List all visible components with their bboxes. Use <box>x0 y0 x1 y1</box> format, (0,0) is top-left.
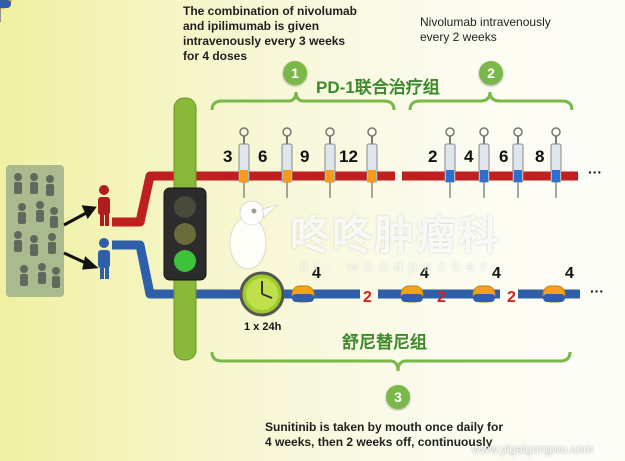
note-combo-line: intravenously every 3 weeks <box>183 34 346 48</box>
note-nivo-line: Nivolumab intravenously <box>420 15 551 29</box>
off-week-label: 2 <box>507 289 516 306</box>
bracket-combo <box>210 91 396 111</box>
note-combo-line: and ipilimumab is given <box>183 19 320 33</box>
off-week-label: 2 <box>437 289 446 306</box>
bracket-nivo <box>408 91 574 111</box>
clock-icon <box>239 271 285 317</box>
week-label: 2 <box>428 147 438 166</box>
person-blue-icon <box>98 238 110 279</box>
ellipsis-bottom: ··· <box>590 283 604 299</box>
badge-2: 2 <box>479 61 503 85</box>
person-red-icon <box>98 185 110 226</box>
note-sunitinib-line: 4 weeks, then 2 weeks off, continuously <box>265 435 493 449</box>
note-combo-line: for 4 doses <box>183 49 248 63</box>
note-nivo-line: every 2 weeks <box>420 30 497 44</box>
week-label: 6 <box>499 147 509 166</box>
note-nivo: Nivolumab intravenously every 2 weeks <box>420 15 551 45</box>
week-label: 12 <box>339 147 358 166</box>
week-label: 4 <box>464 147 474 166</box>
traffic-light-icon <box>163 187 207 281</box>
on-week-label: 4 <box>312 265 321 282</box>
ellipsis-top: ··· <box>588 164 602 180</box>
woodpecker-logo-icon <box>229 200 279 270</box>
watermark-sub: dr. woodpecker <box>300 258 493 274</box>
week-label: 8 <box>535 147 545 166</box>
note-sunitinib-line: Sunitinib is taken by mouth once daily f… <box>265 420 504 434</box>
badge-1: 1 <box>283 61 307 85</box>
on-week-label: 4 <box>565 265 574 282</box>
badge-3: 3 <box>386 385 410 409</box>
randomize-arrows <box>63 205 99 270</box>
on-week-label: 4 <box>420 265 429 282</box>
note-combo: The combination of nivolumab and ipilimu… <box>183 4 357 64</box>
pills-sunitinib <box>0 0 566 303</box>
note-combo-line: The combination of nivolumab <box>183 4 357 18</box>
patient-pool <box>6 165 64 297</box>
note-sunitinib: Sunitinib is taken by mouth once daily f… <box>265 420 503 450</box>
week-label: 9 <box>300 147 310 166</box>
week-label: 6 <box>258 147 268 166</box>
on-week-label: 4 <box>492 265 501 282</box>
bracket-sunitinib <box>210 351 572 372</box>
clock-label: 1 x 24h <box>244 321 282 333</box>
red-arm-line <box>112 171 578 227</box>
watermark-text: 咚咚肿瘤科 <box>290 214 500 258</box>
week-label: 3 <box>223 147 233 166</box>
watermark-site: www.yigaigongwu.com <box>472 442 594 456</box>
arm-title-top: PD-1联合治疗组 <box>316 78 440 97</box>
arm-title-bottom: 舒尼替尼组 <box>342 333 427 352</box>
off-week-label: 2 <box>363 289 372 306</box>
patients-icon <box>14 173 60 288</box>
